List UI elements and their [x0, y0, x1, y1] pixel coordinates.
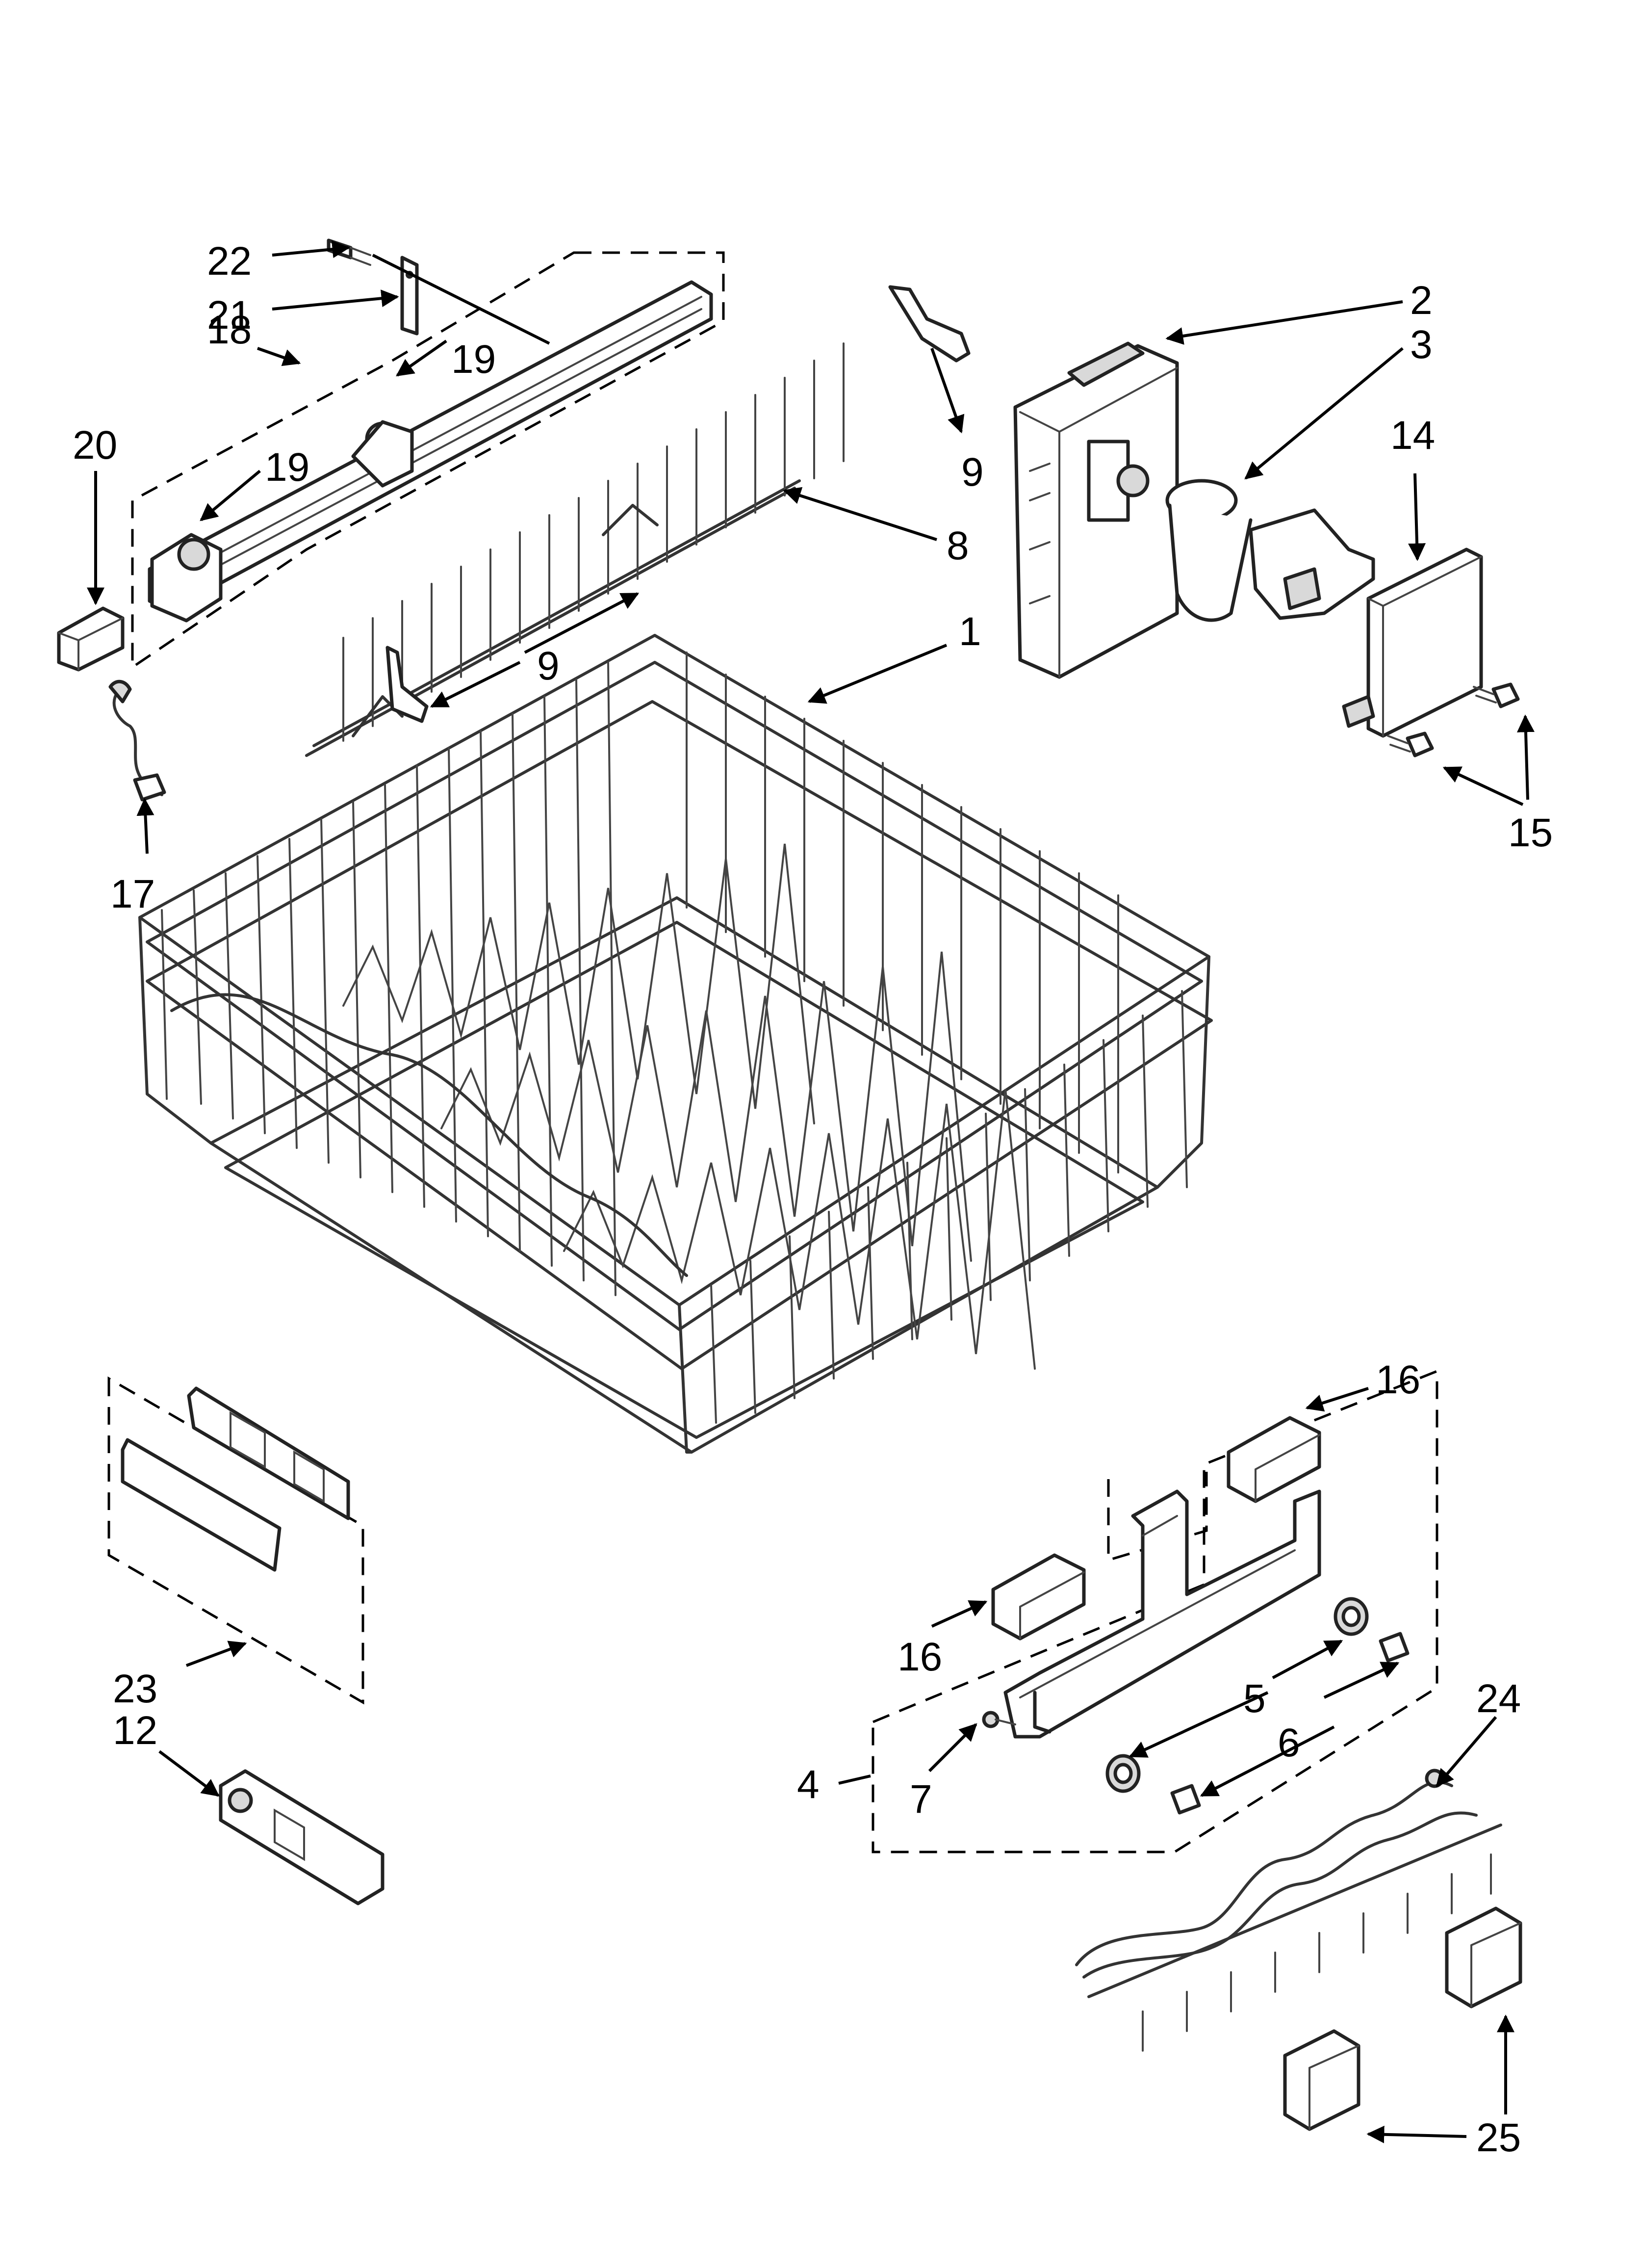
callout-7: 7 — [910, 1777, 932, 1822]
callout-9-upper: 9 — [961, 450, 984, 495]
callout-14: 14 — [1390, 413, 1435, 458]
endcap-part-20 — [57, 606, 125, 672]
rail-assembly-outline — [131, 251, 725, 670]
callout-8: 8 — [947, 523, 969, 568]
upper-dishrack-part-1 — [138, 634, 1213, 1454]
water-feed-outline — [872, 1369, 1438, 1853]
callout-17: 17 — [110, 872, 155, 916]
clip-part-25-right — [1445, 1906, 1522, 2008]
callout-19-upper: 19 — [451, 337, 496, 382]
part-12-bracket — [219, 1769, 385, 1905]
callout-5: 5 — [1243, 1676, 1266, 1721]
callout-4: 4 — [797, 1762, 820, 1807]
callout-20: 20 — [73, 423, 117, 468]
clip-part-9-lower — [385, 646, 429, 723]
callout-18: 18 — [207, 308, 252, 352]
port-part-6 — [1170, 1632, 1410, 1815]
clip-part-9-top — [888, 285, 971, 363]
rail-assembly-part-18 — [148, 280, 713, 623]
callout-25: 25 — [1476, 2115, 1521, 2160]
wheel-19a — [177, 538, 210, 571]
screw-part-22 — [327, 238, 371, 266]
clip-part-25-left — [1283, 2029, 1360, 2131]
tine-row-part-24 — [1075, 1769, 1502, 2052]
callout-3: 3 — [1410, 322, 1433, 367]
callout-19-lower: 19 — [265, 445, 309, 490]
bracket-part-2 — [1013, 341, 1179, 679]
plate-part-21 — [400, 256, 419, 336]
callout-16-lower: 16 — [898, 1635, 942, 1679]
callout-24: 24 — [1476, 1676, 1521, 1721]
adjuster-part-3 — [1165, 479, 1375, 622]
callout-23: 23 — [113, 1667, 157, 1711]
screw-part-7 — [982, 1711, 1016, 1728]
screws-part-15 — [1387, 682, 1520, 757]
leader-lines — [87, 240, 1535, 2143]
water-feed-part-4 — [1003, 1489, 1321, 1739]
cover-part-14 — [1342, 547, 1483, 738]
callout-6: 6 — [1278, 1721, 1300, 1765]
callout-9-lower: 9 — [537, 644, 560, 688]
callout-16-upper: 16 — [1376, 1357, 1420, 1402]
clip-part-17 — [108, 679, 166, 802]
clip-16-outline — [1107, 1472, 1208, 1562]
clip-part-16-lower — [991, 1553, 1086, 1641]
callout-15: 15 — [1508, 810, 1553, 855]
callout-22: 22 — [207, 239, 252, 284]
callout-21: 21 — [207, 293, 252, 338]
kit-part-23 — [121, 1386, 350, 1572]
callout-2: 2 — [1410, 278, 1433, 323]
callout-12: 12 — [113, 1708, 157, 1753]
tine-row-part-8 — [305, 342, 845, 757]
clip-part-16-upper — [1227, 1416, 1321, 1503]
washer-part-5 — [1105, 1597, 1369, 1793]
callouts: 22 21 18 19 20 19 17 9 8 9 1 2 3 14 15 1… — [73, 239, 1553, 2160]
callout-1: 1 — [959, 609, 981, 654]
